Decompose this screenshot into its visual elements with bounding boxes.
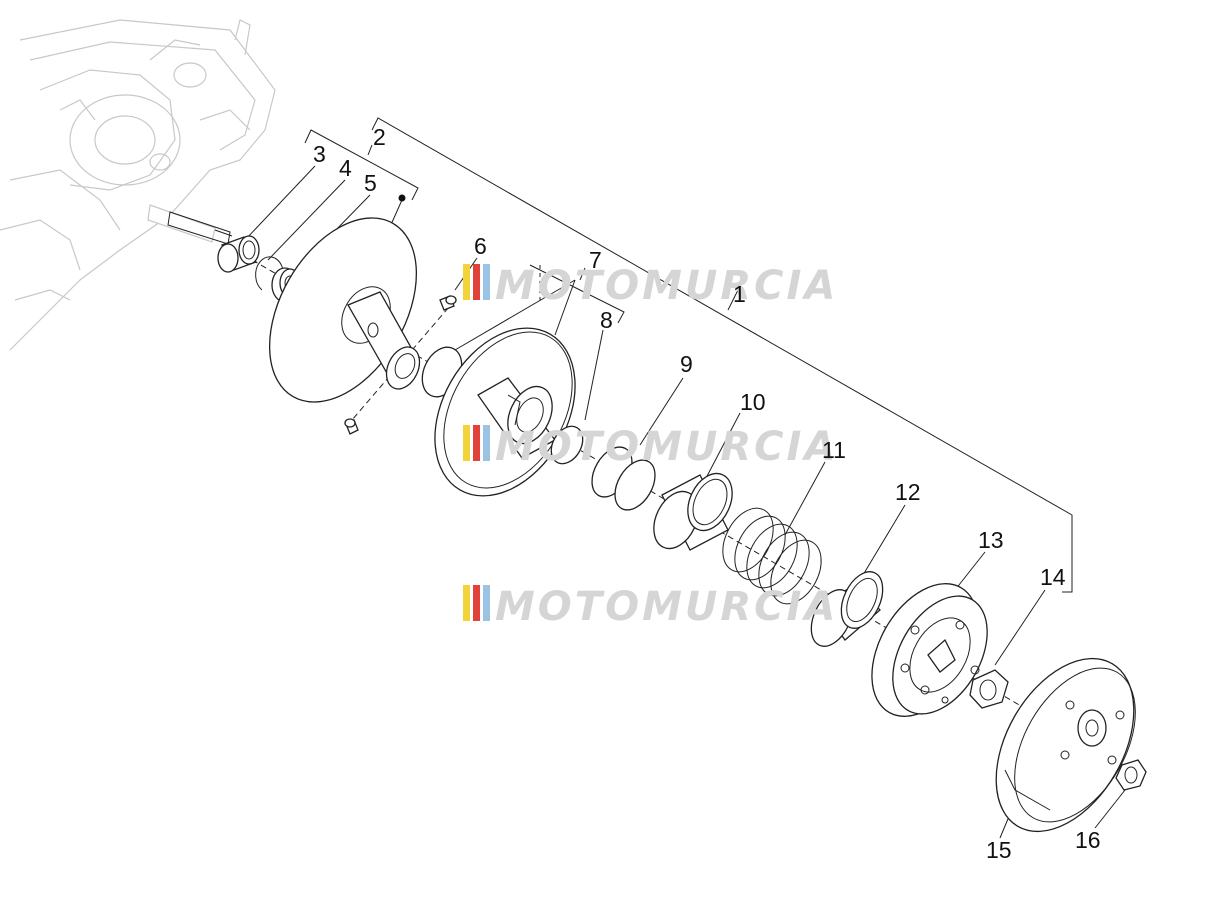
part-9-o-rings [591, 446, 656, 511]
watermark-text: MOTOMURCIA [495, 424, 838, 470]
label-11: 11 [822, 437, 846, 463]
label-14: 14 [1040, 564, 1066, 590]
watermark-text: MOTOMURCIA [495, 263, 838, 309]
label-10: 10 [740, 389, 766, 415]
part-6-pin [344, 295, 457, 435]
part-7-sliding-pulley [434, 327, 576, 497]
label-2: 2 [373, 124, 386, 150]
bullet-dot [398, 194, 406, 202]
label-9: 9 [680, 351, 693, 377]
label-7: 7 [589, 247, 602, 273]
label-3: 3 [313, 141, 326, 167]
watermark-2: MOTOMURCIA [463, 424, 838, 470]
label-15: 15 [986, 837, 1012, 863]
part-14-nut [969, 669, 1009, 709]
part-3-bushing [217, 235, 260, 273]
crankcase-outline [0, 19, 276, 351]
label-6: 6 [474, 233, 487, 259]
label-5: 5 [364, 170, 377, 196]
watermark-group: MOTOMURCIA MOTOMURCIA MOTOMURCIA [463, 263, 838, 630]
part-labels: 1 2 3 4 5 6 7 8 9 10 11 12 13 14 15 16 [313, 124, 1101, 863]
part-11-spring [722, 507, 822, 605]
label-1: 1 [733, 281, 746, 307]
part-13-clutch-assembly [871, 583, 988, 717]
part-15-clutch-bell [995, 657, 1136, 833]
label-13: 13 [978, 527, 1004, 553]
part-12-spring-cap [810, 571, 884, 647]
label-12: 12 [895, 479, 921, 505]
label-4: 4 [339, 155, 352, 181]
part-2-movable-pulley [268, 217, 421, 403]
label-8: 8 [600, 307, 613, 333]
part-10-sleeve [653, 472, 733, 551]
part-8-ring [550, 425, 584, 465]
watermark-3: MOTOMURCIA [463, 584, 838, 630]
watermark-text: MOTOMURCIA [495, 584, 838, 630]
watermark-1: MOTOMURCIA [463, 263, 838, 309]
label-16: 16 [1075, 827, 1101, 853]
part-16-flange-nut [1115, 759, 1147, 791]
